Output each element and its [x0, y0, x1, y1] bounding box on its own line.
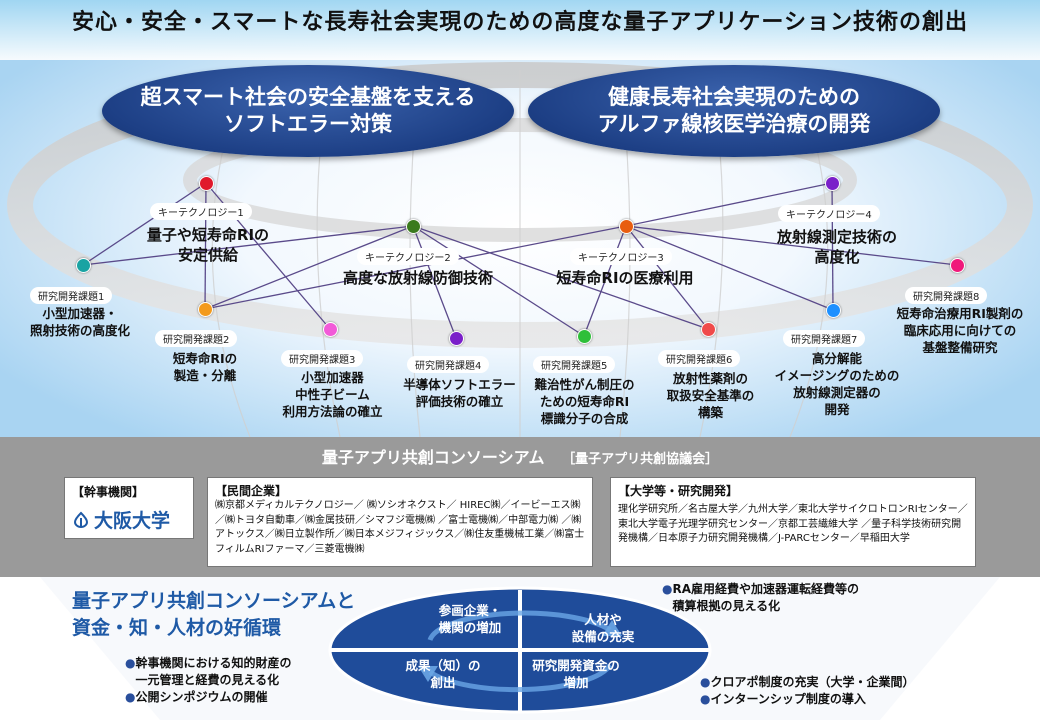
cycle-quadrant-funding: 研究開発資金の 増加 [532, 658, 620, 690]
bullet-icon: ● [125, 656, 136, 670]
right-bottom-bullets: ● クロアポ制度の充実（大学・企業間） ● インターンシップ制度の導入 [700, 674, 915, 708]
cycle-quadrant-participants: 参画企業・ 機関の増加 [438, 603, 502, 635]
project-7-tag: 研究開発課題7 [783, 330, 866, 347]
project-5-dot [577, 329, 592, 344]
osaka-university-logo-text: 大阪大学 [94, 510, 171, 532]
bullet-icon: ● [662, 582, 673, 596]
project-6-dot [701, 322, 716, 337]
lead-institution-card: 【幹事機関】 大阪大学 [64, 477, 194, 539]
bullet-item: ● 公開シンポジウムの開催 [125, 689, 292, 706]
key-tech-2-tag: キーテクノロジー2 [357, 248, 459, 265]
right-top-bullets: ● RA雇用経費や加速器運転経費等の 積算根拠の見える化 [662, 581, 859, 615]
project-3-dot [323, 322, 338, 337]
osaka-university-logo-icon [73, 511, 89, 528]
key-tech-1-dot [199, 176, 214, 191]
bullet-item: ● クロアポ制度の充実（大学・企業間） [700, 674, 915, 691]
key-tech-1-title: 量子や短寿命RIの 安定供給 [146, 226, 270, 265]
goal-bubble-soft-error: 超スマート社会の安全基盤を支える ソフトエラー対策 [102, 65, 514, 157]
project-8-title: 短寿命治療用RI製剤の 臨床応用に向けての 基盤整備研究 [896, 306, 1024, 355]
project-4-tag: 研究開発課題4 [407, 356, 490, 373]
goal-bubble-label: 健康長寿社会実現のための アルファ線核医学治療の開発 [597, 84, 871, 136]
project-7-title: 高分解能 イメージングのための 放射線測定器の 開発 [774, 351, 900, 417]
companies-card: 【民間企業】 ㈱京都メディカルテクノロジー／ ㈱ソシオネクスト／ HIREC㈱／… [207, 477, 593, 567]
left-bullets: ● 幹事機関における知的財産の 一元管理と経費の見える化 ● 公開シンポジウムの… [125, 655, 292, 705]
project-3-title: 小型加速器 中性子ビーム 利用方法論の確立 [282, 370, 383, 419]
project-1-dot [76, 258, 91, 273]
key-tech-3-dot [619, 219, 634, 234]
project-5-tag: 研究開発課題5 [533, 356, 616, 373]
cycle-quadrant-talent: 人材や 設備の充実 [571, 612, 635, 644]
companies-list: ㈱京都メディカルテクノロジー／ ㈱ソシオネクスト／ HIREC㈱／イービーエス㈱… [215, 500, 585, 555]
project-2-title: 短寿命RIの 製造・分離 [172, 351, 238, 383]
bullet-item: ● RA雇用経費や加速器運転経費等の 積算根拠の見える化 [662, 581, 859, 615]
key-tech-2-dot [406, 219, 421, 234]
goal-bubble-label: 超スマート社会の安全基盤を支える ソフトエラー対策 [140, 84, 476, 136]
project-7-dot [826, 303, 841, 318]
project-2-tag: 研究開発課題2 [155, 330, 238, 347]
project-4-dot [449, 331, 464, 346]
key-tech-4-tag: キーテクノロジー4 [778, 205, 880, 222]
project-6-title: 放射性薬剤の 取扱安全基準の 構築 [666, 371, 755, 420]
cycle-quadrant-outcomes: 成果（知）の 創出 [405, 658, 481, 690]
bullet-text: 幹事機関における知的財産の 一元管理と経費の見える化 [135, 656, 292, 687]
key-tech-2-title: 高度な放射線防御技術 [342, 269, 493, 287]
project-6-tag: 研究開発課題6 [658, 350, 741, 367]
bullet-text: 公開シンポジウムの開催 [135, 689, 268, 704]
project-2-dot [198, 302, 213, 317]
project-8-dot [950, 258, 965, 273]
bullet-item: ● インターンシップ制度の導入 [700, 691, 915, 708]
project-4-title: 半導体ソフトエラー 評価技術の確立 [403, 377, 516, 409]
project-1-tag: 研究開発課題1 [30, 287, 113, 304]
consortium-title: 量子アプリ共創コンソーシアム [321, 448, 545, 467]
key-tech-3-tag: キーテクノロジー3 [570, 248, 672, 265]
universities-card: 【大学等・研究開発】 理化学研究所／名古屋大学／九州大学／東北大学サイクロトロン… [610, 477, 976, 567]
bullet-text: クロアポ制度の充実（大学・企業間） [710, 675, 915, 689]
consortium-subtitle: ［量子アプリ共創協議会］ [562, 452, 719, 467]
consortium-title-row: 量子アプリ共創コンソーシアム ［量子アプリ共創協議会］ [0, 444, 1040, 468]
key-tech-4-title: 放射線測定技術の 高度化 [776, 228, 897, 267]
page-title: 安心・安全・スマートな長寿社会実現のための高度な量子アプリケーション技術の創出 [72, 10, 968, 35]
bullet-icon: ● [700, 675, 711, 689]
project-3-tag: 研究開発課題3 [281, 350, 364, 367]
key-tech-1-tag: キーテクノロジー1 [150, 203, 252, 220]
universities-heading: 【大学等・研究開発】 [618, 484, 739, 498]
project-8-tag: 研究開発課題8 [905, 287, 988, 304]
key-tech-4-dot [825, 176, 840, 191]
bullet-icon: ● [125, 689, 136, 704]
lead-institution-heading: 【幹事機関】 [72, 485, 145, 499]
bullet-icon: ● [700, 691, 711, 706]
bullet-text: インターンシップ制度の導入 [710, 691, 866, 706]
project-5-title: 難治性がん制圧の ための短寿命RI 標識分子の合成 [534, 377, 635, 426]
cycle-heading: 量子アプリ共創コンソーシアムと 資金・知・人材の好循環 [72, 590, 356, 639]
bullet-text: RA雇用経費や加速器運転経費等の 積算根拠の見える化 [672, 582, 860, 613]
universities-list: 理化学研究所／名古屋大学／九州大学／東北大学サイクロトロンRIセンター／東北大学… [618, 504, 968, 544]
bullet-item: ● 幹事機関における知的財産の 一元管理と経費の見える化 [125, 655, 292, 689]
key-tech-3-title: 短寿命RIの医療利用 [556, 269, 694, 287]
project-1-title: 小型加速器・ 照射技術の高度化 [29, 306, 130, 338]
companies-heading: 【民間企業】 [215, 484, 288, 498]
goal-bubble-alpha-therapy: 健康長寿社会実現のための アルファ線核医学治療の開発 [528, 65, 940, 157]
